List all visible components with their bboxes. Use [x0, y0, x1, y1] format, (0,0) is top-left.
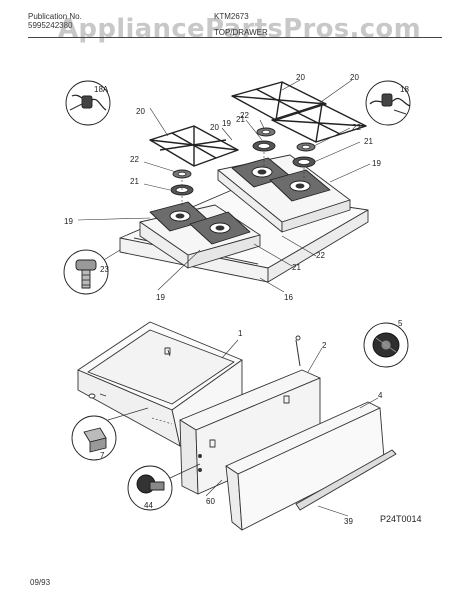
label-part-21-b: 21: [364, 137, 373, 146]
publication-label: Publication No.: [28, 12, 82, 21]
label-part-7: 7: [100, 451, 105, 460]
label-part-2: 2: [322, 341, 327, 350]
drawer-body: [77, 321, 243, 447]
label-part-5: 5: [398, 319, 403, 328]
label-part-39: 39: [344, 517, 353, 526]
publication-number: 5995242380: [28, 21, 73, 30]
label-part-19-d: 19: [156, 293, 165, 302]
label-part-22-d: 22: [316, 251, 325, 260]
igniter-callout-left: [65, 80, 111, 126]
drawer-rail: [295, 449, 397, 511]
roller-callout: [363, 322, 409, 368]
drawer-front-panel: [179, 335, 321, 495]
cooktop-leader-lines: [77, 79, 371, 293]
label-part-18a: 18A: [94, 85, 109, 94]
label-part-44: 44: [144, 501, 153, 510]
knob-callout: [127, 463, 201, 511]
clip-callout: [71, 407, 149, 461]
burner-head-right: [292, 142, 316, 168]
label-part-19-a: 19: [222, 119, 231, 128]
diagram-code: P24T0014: [380, 514, 422, 524]
label-part-18: 18: [400, 85, 409, 94]
label-part-20-d: 20: [210, 123, 219, 132]
label-part-21-a: 21: [236, 115, 245, 124]
label-part-23: 23: [100, 265, 109, 274]
watermark: AppliancePartsPros.com: [58, 14, 421, 44]
label-part-20-c: 20: [136, 107, 145, 116]
label-part-4: 4: [378, 391, 383, 400]
label-part-22-a: 22: [240, 111, 249, 120]
drip-pan-right-back: [269, 169, 331, 202]
label-part-19-b: 19: [372, 159, 381, 168]
section-title: TOP/DRAWER: [214, 28, 268, 37]
drawer-leader-lines: [151, 339, 379, 517]
drawer-trim: [225, 401, 385, 531]
label-part-22-b: 22: [352, 123, 361, 132]
drip-pan-left-back: [189, 211, 251, 245]
label-part-22-c: 22: [130, 155, 139, 164]
label-part-60: 60: [206, 497, 215, 506]
grate-right-front: [271, 103, 367, 143]
label-part-21-d: 21: [292, 263, 301, 272]
part-labels: 20 20 18A 18 20 20 19 21 22 22 21 22 19 …: [64, 73, 409, 526]
burner-cap-left: [172, 169, 192, 179]
header-rule: [28, 37, 442, 38]
burner-head-center: [252, 127, 276, 152]
label-part-16: 16: [284, 293, 293, 302]
label-part-20-a: 20: [296, 73, 305, 82]
grate-left: [149, 125, 239, 167]
label-part-21-c: 21: [130, 177, 139, 186]
bolt-callout: [63, 249, 109, 295]
igniter-callout-right: [365, 80, 411, 126]
grate-right-back: [231, 81, 327, 121]
label-part-1: 1: [238, 329, 243, 338]
footer-date: 09/93: [30, 578, 51, 587]
label-part-20-b: 20: [350, 73, 359, 82]
model-number: KTM2673: [214, 12, 249, 21]
label-part-19-c: 19: [64, 217, 73, 226]
